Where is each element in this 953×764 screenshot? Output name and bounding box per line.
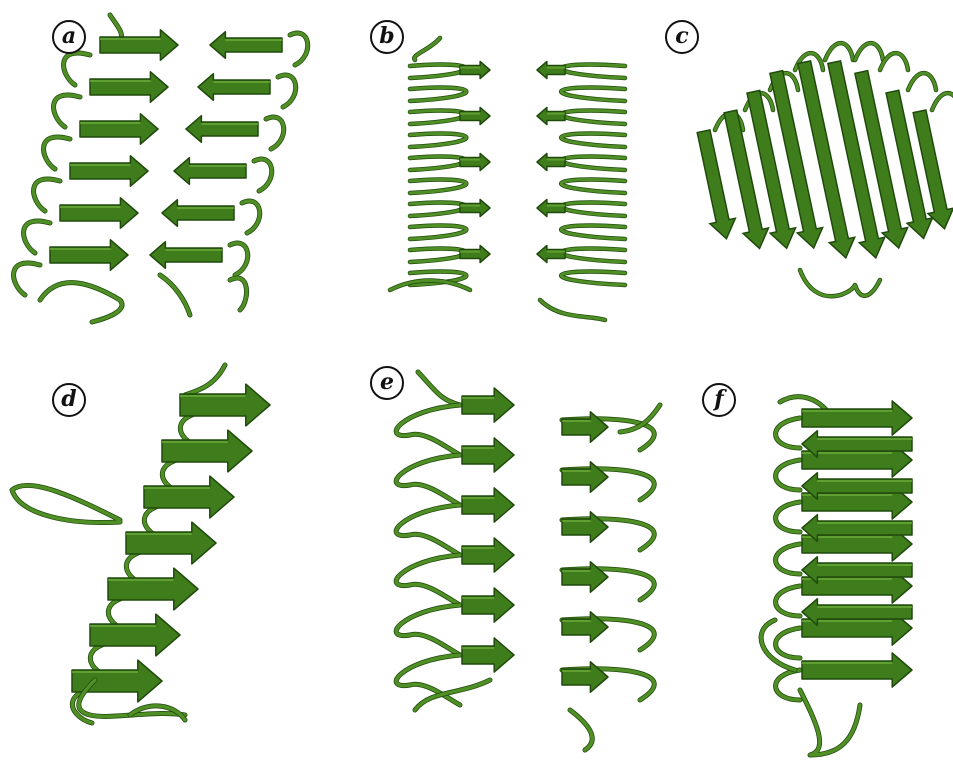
beta-strand-arrow xyxy=(70,156,148,186)
coil-segment xyxy=(776,502,800,532)
beta-strand-arrow xyxy=(174,158,246,185)
beta-strand-arrow xyxy=(460,61,490,78)
beta-strand-arrow xyxy=(50,240,128,270)
beta-strand-arrow xyxy=(162,200,234,227)
beta-strand-arrow xyxy=(150,242,222,269)
coil-segment xyxy=(40,283,122,322)
coil-segment xyxy=(800,690,860,755)
panel-a-label: a xyxy=(52,20,86,54)
panel-a-structure xyxy=(0,0,330,345)
panel-b-label: b xyxy=(370,20,404,54)
panel-c: c xyxy=(650,0,953,345)
coil-shadow xyxy=(12,485,120,522)
beta-strand-arrow xyxy=(108,568,198,610)
panel-e: e xyxy=(340,350,680,764)
panel-c-label: c xyxy=(665,20,699,54)
panel-f-label: f xyxy=(702,383,736,417)
coil-segment xyxy=(776,670,800,700)
beta-strand-arrow xyxy=(462,588,514,622)
coil-segment xyxy=(418,372,460,405)
panel-a: a xyxy=(0,0,330,345)
beta-strand-arrow xyxy=(462,438,514,472)
beta-strand-arrow xyxy=(72,660,162,702)
coil-segment xyxy=(396,605,460,655)
panel-d: d xyxy=(0,350,340,764)
coil-segment xyxy=(34,179,60,211)
coil-segment xyxy=(396,455,460,505)
coil-segment xyxy=(776,628,800,658)
beta-strand-arrow xyxy=(210,32,282,59)
beta-strand-arrow xyxy=(537,61,565,78)
coil-segment xyxy=(396,505,460,555)
beta-strand-arrow xyxy=(462,488,514,522)
coil-shadow xyxy=(160,275,190,315)
panel-b: b xyxy=(330,0,650,345)
panel-e-label: e xyxy=(370,366,404,400)
beta-strand-arrow xyxy=(144,476,234,518)
beta-strand-arrow xyxy=(537,199,565,216)
beta-strand-arrow xyxy=(100,30,178,60)
coil-segment xyxy=(24,221,50,253)
beta-strand-arrow xyxy=(126,522,216,564)
beta-strand-arrow xyxy=(462,538,514,572)
beta-strand-arrow xyxy=(198,74,270,101)
beta-strand-arrow xyxy=(537,245,565,262)
beta-strand-arrow xyxy=(186,116,258,143)
coil-segment xyxy=(396,405,460,455)
beta-strand-arrow xyxy=(162,430,252,472)
beta-strand-arrow xyxy=(460,199,490,216)
beta-strand-arrow xyxy=(460,245,490,262)
beta-strand-arrow xyxy=(90,72,168,102)
beta-strand-arrow xyxy=(460,153,490,170)
coil-segment xyxy=(44,137,70,169)
coil-segment xyxy=(800,270,880,296)
panel-f: f xyxy=(680,350,953,764)
beta-strand-arrow xyxy=(462,638,514,672)
coil-shadow xyxy=(185,365,225,395)
panel-e-structure xyxy=(340,350,680,764)
coil-segment xyxy=(12,485,120,522)
panel-d-label: d xyxy=(52,383,86,417)
coil-shadow xyxy=(800,690,860,755)
coil-shadow xyxy=(800,270,880,296)
coil-segment xyxy=(776,586,800,616)
beta-strand-arrow xyxy=(802,653,912,687)
beta-strand-arrow xyxy=(90,614,180,656)
coil-segment xyxy=(64,53,90,85)
beta-strand-arrow xyxy=(537,153,565,170)
beta-strand-arrow xyxy=(60,198,138,228)
beta-strand-arrow xyxy=(460,107,490,124)
beta-strand-arrow xyxy=(537,107,565,124)
coil-segment xyxy=(776,418,800,448)
coil-segment xyxy=(776,460,800,490)
beta-strand-arrow xyxy=(80,114,158,144)
panel-c-structure xyxy=(650,0,953,345)
panel-d-structure xyxy=(0,350,340,764)
coil-segment xyxy=(14,263,40,295)
beta-strand-arrow xyxy=(462,388,514,422)
coil-segment xyxy=(776,544,800,574)
coil-segment xyxy=(396,555,460,605)
coil-segment xyxy=(54,95,80,127)
